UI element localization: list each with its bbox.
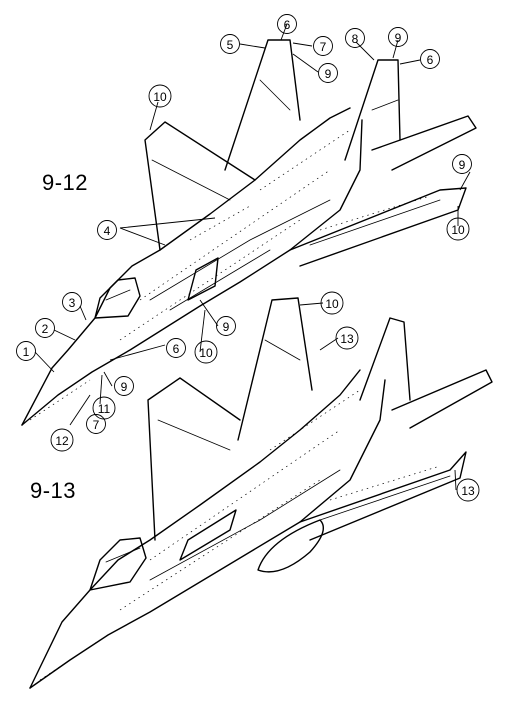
callout-7-nose: 7 — [86, 414, 106, 434]
callout-10-bottom-fin: 10 — [320, 291, 344, 315]
svg-text:1: 1 — [23, 345, 30, 359]
svg-text:10: 10 — [451, 223, 465, 237]
callout-6-right-fin: 6 — [420, 49, 440, 69]
svg-text:5: 5 — [227, 38, 234, 52]
svg-text:10: 10 — [199, 346, 213, 360]
callout-13-stabilator: 13 — [456, 478, 480, 502]
svg-text:11: 11 — [98, 402, 111, 416]
svg-text:13: 13 — [461, 484, 475, 498]
aircraft-9-12-drawing — [21, 39, 477, 426]
callout-13-fin: 13 — [335, 326, 359, 350]
svg-text:10: 10 — [153, 90, 167, 104]
callout-4: 4 — [97, 220, 117, 240]
svg-text:9: 9 — [223, 320, 230, 334]
callout-10-belly: 10 — [194, 340, 218, 364]
svg-text:6: 6 — [284, 18, 291, 32]
svg-text:9: 9 — [395, 31, 402, 45]
callout-8: 8 — [345, 28, 365, 48]
callout-11: 11 — [92, 396, 116, 420]
callout-9-top-fin: 9 — [318, 63, 338, 83]
callout-3: 3 — [62, 292, 82, 312]
svg-text:9: 9 — [121, 380, 128, 394]
callout-6-top-fin: 6 — [277, 14, 297, 34]
svg-text:6: 6 — [173, 342, 180, 356]
svg-text:12: 12 — [55, 434, 69, 448]
svg-text:7: 7 — [320, 40, 327, 54]
svg-text:6: 6 — [427, 53, 434, 67]
callout-1: 1 — [16, 341, 36, 361]
callout-10-stabilator: 10 — [446, 217, 470, 241]
svg-text:10: 10 — [325, 297, 339, 311]
callout-9-right-fin: 9 — [388, 27, 408, 47]
callout-10-left-wing: 10 — [148, 84, 172, 108]
svg-text:7: 7 — [93, 418, 100, 432]
svg-text:8: 8 — [352, 32, 359, 46]
svg-text:2: 2 — [42, 322, 49, 336]
variant-label-9-13: 9-13 — [30, 478, 76, 503]
callout-2: 2 — [35, 318, 55, 338]
callout-layer: 1 2 3 4 5 6 6 6 7 7 8 9 9 9 9 9 10 10 10… — [16, 14, 480, 502]
callout-9-belly: 9 — [216, 316, 236, 336]
callout-9-nose: 9 — [114, 376, 134, 396]
svg-text:9: 9 — [459, 158, 466, 172]
callout-6-intake: 6 — [166, 338, 186, 358]
variant-label-9-12: 9-12 — [42, 170, 88, 195]
callout-5: 5 — [220, 34, 240, 54]
svg-text:4: 4 — [104, 224, 111, 238]
callout-9-stabilator: 9 — [452, 154, 472, 174]
callout-12: 12 — [50, 428, 74, 452]
aircraft-9-13-drawing — [29, 297, 493, 689]
svg-text:3: 3 — [69, 296, 76, 310]
callout-7-top-fin: 7 — [313, 36, 333, 56]
svg-text:13: 13 — [340, 332, 354, 346]
svg-text:9: 9 — [325, 67, 332, 81]
